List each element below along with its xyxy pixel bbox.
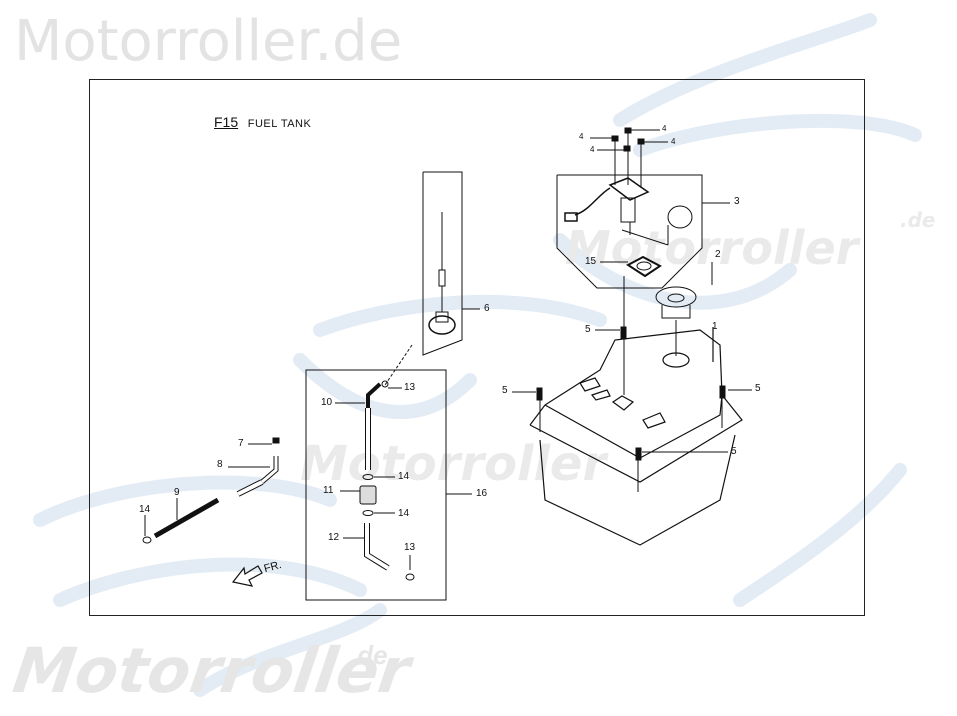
callout-4c: 4 <box>590 145 595 154</box>
callout-14b: 14 <box>398 508 410 519</box>
callout-15: 15 <box>585 256 597 267</box>
screw-4-group <box>590 127 668 188</box>
callout-5b: 5 <box>502 385 508 396</box>
callout-12: 12 <box>328 532 340 543</box>
diagram-name: FUEL TANK <box>247 118 312 130</box>
callout-1: 1 <box>712 321 718 332</box>
watermark-top: Motorroller.de <box>14 9 403 74</box>
watermark-bottom-suffix: .de <box>350 640 388 670</box>
callout-13a: 13 <box>404 382 416 393</box>
callout-11: 11 <box>323 485 334 496</box>
callout-5c: 5 <box>755 383 761 394</box>
callout-5d: 5 <box>731 446 737 457</box>
diagram-title: F15 FUEL TANK <box>214 114 311 130</box>
fuel-tank-1 <box>529 327 743 546</box>
callout-13b: 13 <box>404 542 416 553</box>
callout-14c: 14 <box>139 504 151 515</box>
diagram-frame <box>89 79 865 616</box>
callout-5a: 5 <box>585 324 591 335</box>
watermark-middle-center: Motorroller <box>300 436 607 492</box>
callout-9: 9 <box>174 487 180 498</box>
fuel-cock-6 <box>384 171 480 386</box>
callout-6: 6 <box>484 303 490 314</box>
callout-10: 10 <box>321 397 333 408</box>
callout-4b: 4 <box>662 124 667 133</box>
callout-14a: 14 <box>398 471 410 482</box>
sender-unit-group-box <box>556 174 730 289</box>
bolts-5 <box>512 326 752 492</box>
callout-2: 2 <box>715 249 721 260</box>
callout-4d: 4 <box>671 137 676 146</box>
callout-7: 7 <box>238 438 244 449</box>
diagram-code: F15 <box>214 114 239 130</box>
hose-assembly-16 <box>305 369 472 601</box>
fuel-cap-2 <box>655 262 713 356</box>
gasket-15 <box>600 255 662 395</box>
callout-3: 3 <box>734 196 740 207</box>
fuel-hose-line <box>142 437 280 544</box>
callout-16: 16 <box>476 488 488 499</box>
front-direction-arrow <box>231 565 263 587</box>
fuel-sender-unit <box>564 177 693 246</box>
callout-8: 8 <box>217 459 223 470</box>
watermark-middle-right-suffix: .de <box>900 208 936 232</box>
callout-4a: 4 <box>579 132 584 141</box>
